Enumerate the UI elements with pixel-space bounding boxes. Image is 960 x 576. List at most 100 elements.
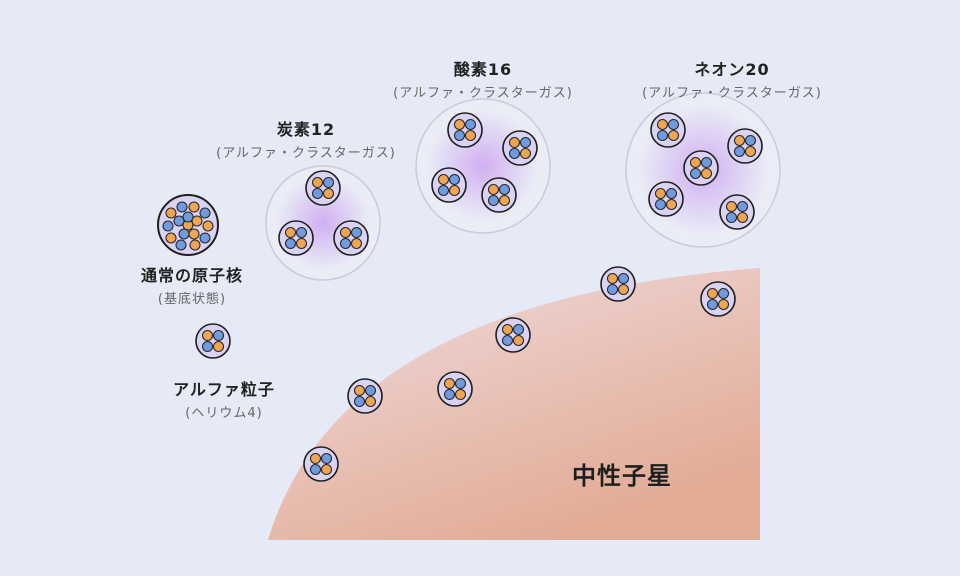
neutron-icon xyxy=(364,384,377,397)
neutron-icon xyxy=(448,173,461,186)
neon20-cluster xyxy=(625,92,781,248)
neutron-icon xyxy=(700,156,713,169)
neutron-icon xyxy=(201,340,214,353)
alpha-particle-shell xyxy=(305,170,341,206)
neutron-icon xyxy=(508,147,521,160)
normal-nucleus-title: 通常の原子核 xyxy=(140,266,244,285)
neutron-icon xyxy=(498,183,511,196)
neutron-icon xyxy=(665,187,678,200)
neutron-icon xyxy=(606,283,619,296)
proton-icon xyxy=(188,228,200,240)
neutron-icon xyxy=(654,198,667,211)
surface-alpha-particles xyxy=(303,266,736,482)
neutron-icon xyxy=(437,184,450,197)
alpha-particle-shell xyxy=(195,323,231,359)
alpha-particle xyxy=(683,150,719,186)
proton-icon xyxy=(189,239,201,251)
proton-icon xyxy=(519,147,532,160)
neutron-icon xyxy=(311,187,324,200)
alpha-particle-shell xyxy=(727,128,763,164)
oxygen16-subtitle: (アルファ・クラスターガス) xyxy=(393,86,573,101)
proton-icon xyxy=(295,237,308,250)
neutron-icon xyxy=(689,167,702,180)
alpha-particle-title: アルファ粒子 xyxy=(173,380,275,399)
alpha-particle xyxy=(195,323,231,359)
neutron-icon xyxy=(706,298,719,311)
neon20-subtitle: (アルファ・クラスターガス) xyxy=(642,86,822,101)
proton-icon xyxy=(188,201,200,213)
alpha-particle-shell xyxy=(481,177,517,213)
neutron-star-region xyxy=(268,268,760,540)
carbon12-label: 炭素12 (アルファ・クラスターガス) xyxy=(216,116,396,161)
proton-icon xyxy=(498,194,511,207)
neutron-icon xyxy=(744,134,757,147)
proton-icon xyxy=(454,388,467,401)
proton-icon xyxy=(212,340,225,353)
neutron-icon xyxy=(487,194,500,207)
alpha-particle xyxy=(650,112,686,148)
alpha-particle-shell xyxy=(333,220,369,256)
proton-icon xyxy=(725,200,738,213)
proton-icon xyxy=(736,211,749,224)
proton-icon xyxy=(700,167,713,180)
proton-icon xyxy=(656,118,669,131)
alpha-particle-shell xyxy=(502,130,538,166)
neutron-icon xyxy=(199,207,211,219)
carbon12-subtitle: (アルファ・クラスターガス) xyxy=(216,146,396,161)
alpha-particle-subtitle: (ヘリウム4) xyxy=(185,406,263,421)
neon20-title: ネオン20 xyxy=(694,60,770,79)
alpha-particle-shell xyxy=(648,181,684,217)
proton-icon xyxy=(464,129,477,142)
neutron-icon xyxy=(176,201,188,213)
proton-icon xyxy=(512,334,525,347)
neutron-icon xyxy=(667,118,680,131)
alpha-particle-shell xyxy=(600,266,636,302)
proton-icon xyxy=(165,207,177,219)
proton-icon xyxy=(284,226,297,239)
neutron-icon xyxy=(350,226,363,239)
proton-icon xyxy=(617,283,630,296)
neutron-icon xyxy=(464,118,477,131)
neutron-icon xyxy=(353,395,366,408)
proton-icon xyxy=(654,187,667,200)
alpha-particle xyxy=(600,266,636,302)
alpha-particle xyxy=(431,167,467,203)
carbon12-title: 炭素12 xyxy=(276,120,336,139)
neon20-label: ネオン20 (アルファ・クラスターガス) xyxy=(642,56,822,101)
alpha-particle-icon xyxy=(195,323,231,359)
alpha-particle-shell xyxy=(347,378,383,414)
neutron-icon xyxy=(320,452,333,465)
neutron-icon xyxy=(339,237,352,250)
neutron-icon xyxy=(656,129,669,142)
normal-nucleus xyxy=(157,194,219,256)
alpha-particle-shell xyxy=(431,167,467,203)
alpha-particle-shell xyxy=(650,112,686,148)
carbon12-cluster xyxy=(265,165,381,281)
alpha-particle-shell xyxy=(700,281,736,317)
neutron-icon xyxy=(717,287,730,300)
normal-nucleus-label: 通常の原子核 (基底状態) xyxy=(141,262,243,307)
alpha-particle xyxy=(481,177,517,213)
alpha-particle xyxy=(278,220,314,256)
proton-icon xyxy=(689,156,702,169)
proton-icon xyxy=(350,237,363,250)
proton-icon xyxy=(322,187,335,200)
proton-icon xyxy=(191,215,203,227)
proton-icon xyxy=(744,145,757,158)
proton-icon xyxy=(202,220,214,232)
neutron-icon xyxy=(453,129,466,142)
alpha-particle-shell xyxy=(495,317,531,353)
oxygen16-label: 酸素16 (アルファ・クラスターガス) xyxy=(393,56,573,101)
proton-icon xyxy=(339,226,352,239)
proton-icon xyxy=(508,136,521,149)
alpha-particle xyxy=(727,128,763,164)
proton-icon xyxy=(201,329,214,342)
neutron-icon xyxy=(182,211,194,223)
proton-icon xyxy=(309,452,322,465)
proton-icon xyxy=(665,198,678,211)
neutron-icon xyxy=(733,145,746,158)
proton-icon xyxy=(706,287,719,300)
neutron-icon xyxy=(178,228,190,240)
neutron-icon xyxy=(162,220,174,232)
